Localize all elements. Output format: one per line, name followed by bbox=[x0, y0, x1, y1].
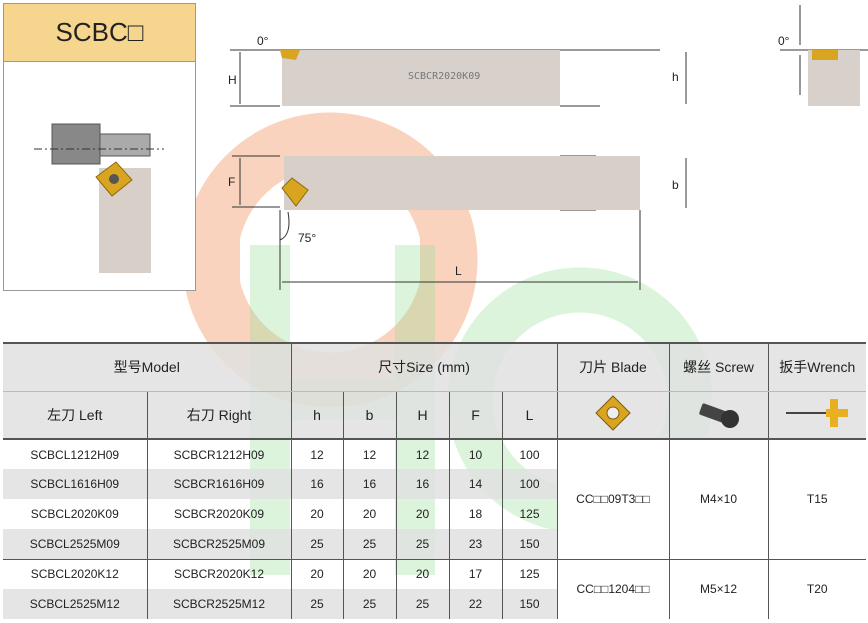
dim-h-label: h bbox=[672, 70, 679, 84]
subheader-H: H bbox=[395, 391, 449, 440]
dim-b-label: b bbox=[672, 178, 679, 192]
cell-b: 25 bbox=[342, 589, 396, 619]
header-blade: 刀片 Blade bbox=[556, 342, 669, 392]
cell-F: 10 bbox=[448, 439, 502, 469]
cell-h: 20 bbox=[290, 558, 343, 589]
product-title: SCBC□ bbox=[3, 3, 196, 62]
cell-left: SCBCL1616H09 bbox=[3, 469, 147, 499]
cell-b: 20 bbox=[342, 558, 396, 589]
cell-left: SCBCL1212H09 bbox=[30, 447, 120, 462]
cell-h: 25 bbox=[290, 529, 343, 559]
cell-H: 20 bbox=[395, 558, 449, 589]
subheader-L: L bbox=[501, 391, 557, 440]
cell-left: SCBCL2525M12 bbox=[3, 589, 147, 619]
cell-right: SCBCR2525M12 bbox=[146, 589, 291, 619]
angle-lead-label: 75° bbox=[298, 231, 317, 245]
cell-left: SCBCL2525M09 bbox=[3, 529, 147, 559]
angle-top-label: 0° bbox=[257, 34, 269, 48]
cell-F: 23 bbox=[448, 529, 502, 559]
blade-insert-icon bbox=[556, 391, 669, 440]
cell-L: 125 bbox=[501, 558, 557, 589]
cell-F: 22 bbox=[448, 589, 502, 619]
cell-wrench: T15 bbox=[767, 439, 866, 559]
cell-b: 16 bbox=[342, 469, 396, 499]
cell-blade: CC□□09T3□□ bbox=[556, 439, 669, 559]
header-wrench: 扳手Wrench bbox=[767, 342, 866, 392]
dim-H-label: H bbox=[228, 73, 237, 87]
specification-table: 型号Model 尺寸Size (mm) 刀片 Blade 螺丝 Screw 扳手… bbox=[3, 342, 866, 619]
subheader-h: h bbox=[290, 391, 343, 440]
cell-h: 16 bbox=[290, 469, 343, 499]
dim-F-label: F bbox=[228, 175, 236, 189]
angle-side-label: 0° bbox=[778, 34, 790, 48]
subheader-left: 左刀 Left bbox=[3, 391, 147, 440]
cell-right: SCBCR1212H09 bbox=[146, 439, 291, 469]
wrench-icon bbox=[767, 391, 866, 440]
cell-screw: M5×12 bbox=[668, 558, 768, 619]
screw-icon bbox=[668, 391, 768, 440]
cell-F: 17 bbox=[448, 558, 502, 589]
cell-left: SCBCL2020K09 bbox=[30, 507, 119, 521]
cell-H: 25 bbox=[395, 589, 449, 619]
cell-left: SCBCL2020K12 bbox=[3, 558, 147, 589]
cell-H: 16 bbox=[395, 469, 449, 499]
cell-right: SCBCR2020K12 bbox=[146, 558, 291, 589]
cell-L: 125 bbox=[501, 499, 557, 529]
cell-L: 100 bbox=[501, 439, 557, 469]
tool-holder-drawing bbox=[230, 5, 868, 290]
subheader-F: F bbox=[448, 391, 502, 440]
cell-h: 20 bbox=[290, 499, 343, 529]
cell-F: 14 bbox=[448, 469, 502, 499]
cell-h: 12 bbox=[290, 439, 343, 469]
cell-blade: CC□□1204□□ bbox=[556, 558, 669, 619]
subheader-b: b bbox=[342, 391, 396, 440]
cell-right: SCBCR1616H09 bbox=[146, 469, 291, 499]
header-model: 型号Model bbox=[3, 342, 291, 392]
cell-h: 25 bbox=[290, 589, 343, 619]
cell-wrench: T20 bbox=[767, 558, 866, 619]
cell-right: SCBCR2020K09 bbox=[146, 499, 291, 529]
header-size: 尺寸Size (mm) bbox=[290, 342, 557, 392]
cell-L: 150 bbox=[501, 529, 557, 559]
cell-H: 12 bbox=[395, 439, 449, 469]
cell-screw: M4×10 bbox=[668, 439, 768, 559]
cell-b: 25 bbox=[342, 529, 396, 559]
tool-marking: SCBCR2020K09 bbox=[408, 71, 481, 82]
side-view-diagram bbox=[3, 62, 196, 291]
subheader-right: 右刀 Right bbox=[146, 391, 291, 440]
dim-L-label: L bbox=[455, 264, 462, 278]
cell-L: 150 bbox=[501, 589, 557, 619]
cell-L: 100 bbox=[501, 469, 557, 499]
cell-H: 25 bbox=[395, 529, 449, 559]
cell-F: 18 bbox=[448, 499, 502, 529]
header-screw: 螺丝 Screw bbox=[668, 342, 768, 392]
cell-H: 20 bbox=[395, 499, 449, 529]
cell-b: 12 bbox=[342, 439, 396, 469]
cell-b: 20 bbox=[342, 499, 396, 529]
cell-right: SCBCR2525M09 bbox=[146, 529, 291, 559]
